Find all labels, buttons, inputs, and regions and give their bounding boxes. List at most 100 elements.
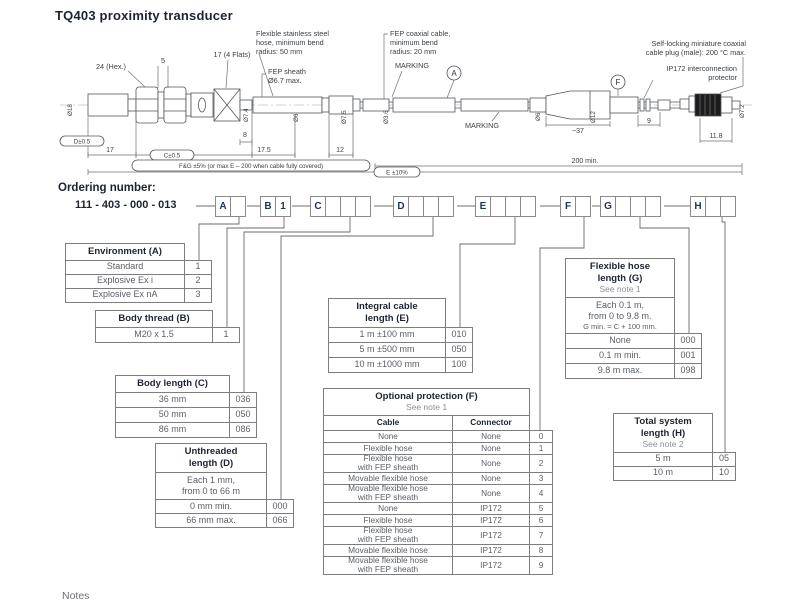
callout-fep-cable-3: radius: 20 mm: [390, 47, 436, 56]
callout-hose-2: hose, minimum bend: [256, 38, 324, 47]
len-coupling: 12: [336, 147, 344, 154]
title-line: length (H): [640, 427, 686, 439]
cell-cable: Flexible hose with FEP sheath: [323, 453, 453, 473]
ordering-prefix: 111 - 403 - 000 - 013: [75, 199, 177, 211]
ordering-cell: [705, 196, 721, 217]
tol-c-label: C±0.5: [164, 153, 181, 160]
cell-label: 10 m ±1000 mm: [328, 356, 446, 373]
cell-code: 000: [674, 333, 702, 350]
ordering-cell: 1: [275, 196, 291, 217]
cell-code: 066: [266, 513, 294, 529]
callout-flats: 17 (4 Flats): [214, 50, 251, 59]
balloon-a-circle: [446, 65, 462, 81]
cell-label: Standard: [65, 259, 185, 275]
ordering-cell: [490, 196, 506, 217]
callout-marking-top: MARKING: [395, 61, 429, 70]
cell-cable: Movable flexible hose with FEP sheath: [323, 483, 453, 503]
note-line: from 0 to 66 m: [181, 486, 241, 496]
ordering-group-D: D: [393, 196, 454, 217]
cell-label: 50 mm: [115, 406, 230, 423]
cell-code: 098: [674, 363, 702, 380]
ordering-cell: [615, 196, 631, 217]
ordering-heading: Ordering number:: [58, 182, 156, 194]
callout-hose-1: Flexible stainless steel: [256, 29, 329, 38]
ordering-group-F: F: [560, 196, 591, 217]
balloon-f-label: F: [616, 78, 621, 87]
title-line: Body length (C): [137, 378, 208, 389]
callout-ip172-2: protector: [708, 73, 737, 82]
tol-fg-label: F&G ±5% (or max E – 200 when cable fully…: [179, 163, 323, 170]
table-row: 0.1 m min.001: [565, 348, 702, 365]
transducer-drawing: 24 (Hex.) 5 17 (4 Flats) Flexible stainl…: [59, 29, 752, 178]
marking-sleeve-1: [392, 97, 456, 113]
dia-hose-exit: Ø6: [293, 113, 300, 122]
callout-fep-sheath-2: Ø6.7 max.: [268, 76, 302, 85]
cell-code: 036: [229, 391, 257, 408]
ordering-letter-H: H: [690, 196, 706, 217]
column-header-cable: Cable: [323, 414, 453, 431]
cell-code: 5: [529, 501, 553, 515]
cell-label: M20 x 1.5: [95, 326, 213, 343]
dia-probe: Ø18: [67, 104, 74, 116]
cell-code: 7: [529, 525, 553, 545]
ordering-letter-D: D: [393, 196, 409, 217]
cell-connector: IP172: [452, 525, 530, 545]
ordering-cell: [575, 196, 591, 217]
cell-cable: Flexible hose with FEP sheath: [323, 525, 453, 545]
cell-label: 36 mm: [115, 391, 230, 408]
dia-coupling: Ø7.5: [341, 110, 348, 124]
cell-code: 000: [266, 499, 294, 515]
title-line: Body thread (B): [118, 313, 190, 324]
table-title: Body thread (B): [95, 310, 213, 328]
table-title: Body length (C): [115, 375, 230, 393]
note-line: G min. = C + 100 mm.: [583, 322, 657, 332]
cell-code: 9: [529, 555, 553, 575]
len-junction: ~37: [572, 128, 584, 135]
cell-label: 66 mm max.: [155, 513, 267, 529]
callout-marking-bottom: MARKING: [465, 121, 499, 130]
title-line: Integral cable: [356, 301, 418, 312]
tol-e-label: E ±10%: [386, 170, 408, 177]
cell-connector: None: [452, 453, 530, 473]
box-to-table-lines: [198, 216, 726, 500]
callout-plug-1: Self-locking miniature coaxial: [652, 39, 747, 48]
len-probe: 17: [106, 147, 114, 154]
cell-code: 05: [712, 451, 736, 467]
ordering-letter-C: C: [310, 196, 326, 217]
dia-junction-out: Ø12: [590, 111, 597, 123]
cell-label: 86 mm: [115, 421, 230, 438]
table-row: 0 mm min.000: [155, 499, 294, 515]
callout-plug-2: cable plug (male): 200 °C max.: [646, 48, 746, 57]
cell-code: 2: [529, 453, 553, 473]
marking-sleeve-2: [460, 98, 529, 112]
len-after-junction: 9: [647, 118, 651, 125]
title-line: Total system: [634, 416, 692, 427]
title-line: Environment (A): [88, 246, 162, 257]
tol-d-oval: [59, 135, 105, 147]
cell-code: 4: [529, 483, 553, 503]
len-body: 17.5: [257, 147, 271, 154]
cell-code: 001: [674, 348, 702, 365]
len-step: 8: [243, 132, 247, 139]
table-row: 9.8 m max.098: [565, 363, 702, 380]
cell-label: 0 mm min.: [155, 499, 267, 515]
note-box: Each 1 mm,from 0 to 66 m: [155, 471, 267, 501]
note-line: Each 0.1 m,: [595, 299, 645, 310]
ordering-cell: [325, 196, 341, 217]
cell-label: 0.1 m min.: [565, 348, 675, 365]
title-line: length (E): [365, 312, 409, 324]
ordering-letter-A: A: [215, 196, 231, 217]
see-note: See note 2: [642, 438, 684, 449]
